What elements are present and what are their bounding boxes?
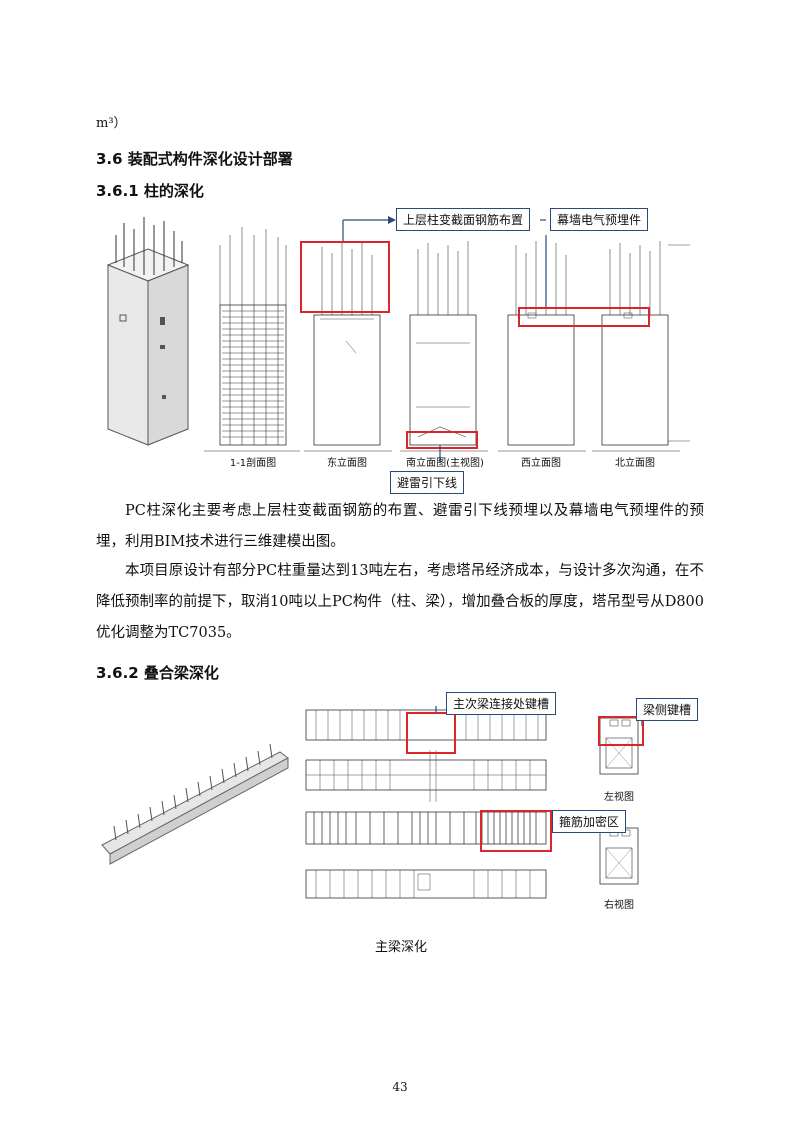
embedded-parts-highlight: [518, 307, 650, 327]
east-elevation-drawing: [304, 241, 392, 452]
beam-3d-model: [101, 743, 289, 865]
callout-lightning-downlead: 避雷引下线: [390, 471, 465, 494]
beam-side-slot-highlight: [598, 716, 644, 746]
beam-detail-figure: 主次梁连接处键槽 梁侧键槽 箍筋加密区 左视图 右视图 主梁深化: [96, 690, 706, 955]
key-slot-highlight: [406, 712, 456, 754]
callout-curtain-wall-embed: 幕墙电气预埋件: [550, 208, 649, 231]
south-elevation-drawing: [400, 241, 488, 452]
lightning-downlead-highlight: [406, 431, 478, 449]
section-1-1-drawing: [204, 227, 300, 452]
subsection-title-column: 3.6.1 柱的深化: [96, 182, 204, 200]
north-elevation-drawing: [592, 241, 690, 452]
column-detail-figure: 上层柱变截面钢筋布置 幕墙电气预埋件 避雷引下线 1-1剖面图 东立面图 南立面…: [100, 205, 700, 495]
beam-side-views: [599, 717, 639, 885]
label-left-view: 左视图: [604, 792, 634, 803]
top-fragment: m³）: [96, 116, 127, 131]
callout-upper-rebar: 上层柱变截面钢筋布置: [396, 208, 531, 231]
callout-stirrup-zone: 箍筋加密区: [552, 810, 627, 833]
callout-beam-side-slot: 梁侧键槽: [636, 698, 699, 721]
label-west-elevation: 西立面图: [521, 458, 561, 469]
beam-figure-caption: 主梁深化: [374, 940, 427, 955]
callout-connectors: [342, 216, 547, 463]
label-south-elevation: 南立面图(主视图): [406, 458, 484, 469]
beam-elevation-drawings: [305, 709, 547, 899]
beam-drawings: [101, 706, 643, 899]
label-section-1-1: 1-1剖面图: [229, 458, 277, 469]
label-right-view: 右视图: [604, 900, 634, 911]
column-3d-model: [106, 217, 190, 446]
paragraph-column-design: PC柱深化主要考虑上层柱变截面钢筋的布置、避雷引下线预埋以及幕墙电气预埋件的预埋…: [96, 503, 704, 550]
west-elevation-drawing: [498, 241, 586, 452]
callout-beam-key-slot: 主次梁连接处键槽: [446, 692, 557, 715]
label-north-elevation: 北立面图: [615, 458, 655, 469]
paragraph-crane-optimization: 本项目原设计有部分PC柱重量达到13吨左右，考虑塔吊经济成本，与设计多次沟通，在…: [96, 563, 704, 641]
subsection-title-beam: 3.6.2 叠合梁深化: [96, 664, 219, 682]
column-drawings: [106, 217, 690, 452]
label-east-elevation: 东立面图: [327, 458, 367, 469]
section-title: 3.6 装配式构件深化设计部署: [96, 150, 293, 168]
page-number: 43: [392, 1080, 408, 1094]
rebar-layout-highlight: [300, 241, 390, 313]
stirrup-zone-highlight: [480, 810, 552, 852]
